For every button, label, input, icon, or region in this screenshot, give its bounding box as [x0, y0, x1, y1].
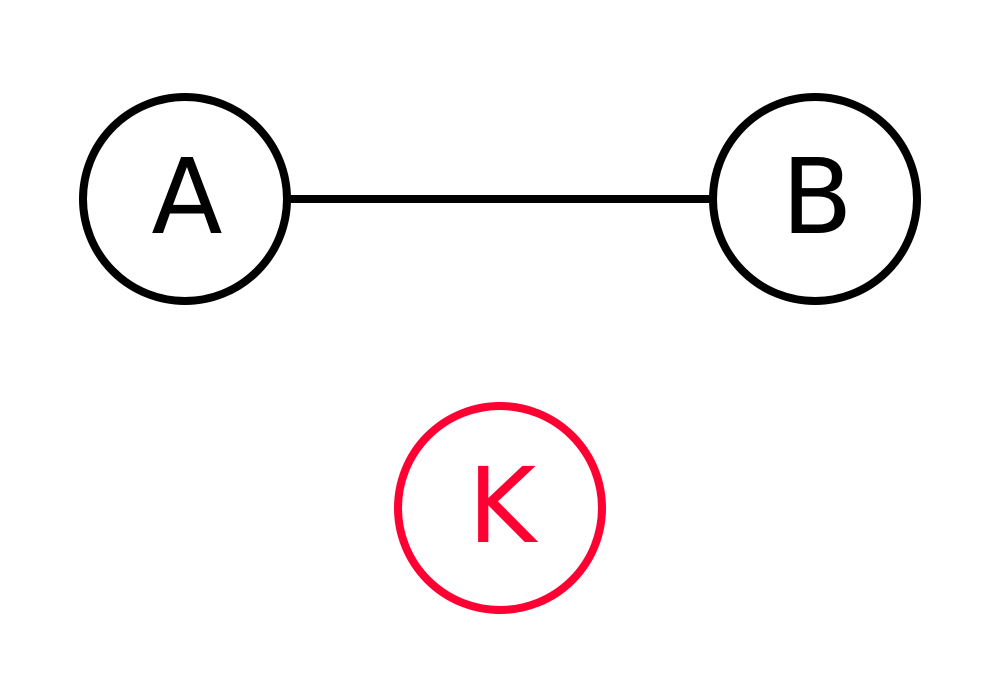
- node-b: B: [709, 93, 921, 305]
- node-k: K: [394, 402, 606, 614]
- node-k-label: K: [468, 445, 539, 567]
- node-a: A: [79, 93, 291, 305]
- node-k-circle: [394, 402, 606, 614]
- node-b-circle: [709, 93, 921, 305]
- node-b-label: B: [781, 136, 852, 258]
- node-a-label: A: [151, 136, 222, 258]
- node-a-circle: [79, 93, 291, 305]
